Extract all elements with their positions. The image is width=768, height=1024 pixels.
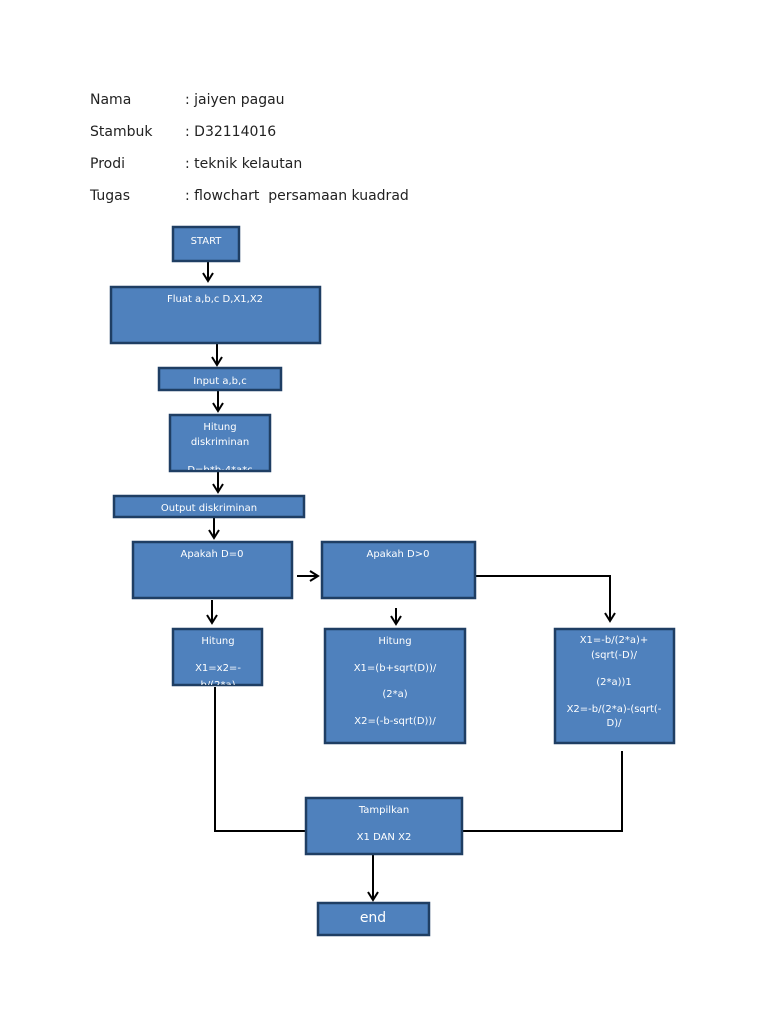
declare-node: Fluat a,b,c D,X1,X2 xyxy=(109,285,322,345)
arrow-head-icon xyxy=(211,356,223,367)
arrow-head-icon xyxy=(367,891,379,902)
end-label: end xyxy=(360,910,386,926)
label-tugas: Tugas xyxy=(90,188,131,204)
tampilkan-line-2: X1 DAN X2 xyxy=(357,832,412,843)
connectors xyxy=(202,261,623,902)
hitung-neg-line-5: D)/ xyxy=(607,718,623,729)
arrow-head-icon xyxy=(202,272,214,283)
hitung-neg-line-1: X1=-b/(2*a)+ xyxy=(580,635,649,646)
arrow-head-icon xyxy=(604,612,616,623)
start-node: START xyxy=(171,225,241,263)
hitung-eq-line-3: b/(2*a) xyxy=(200,680,235,691)
arrow-head-icon xyxy=(212,402,224,413)
hitung-d-line-2: diskriminan xyxy=(191,437,249,448)
condition-d-zero-node: Apakah D=0 xyxy=(131,540,294,600)
tampilkan-node: Tampilkan X1 DAN X2 xyxy=(304,796,464,856)
end-node: end xyxy=(316,901,431,937)
condition-d-positive-node: Apakah D>0 xyxy=(320,540,477,600)
hitung-eq-line-2: X1=x2=- xyxy=(195,663,241,674)
input-label: Input a,b,c xyxy=(193,376,246,387)
hitung-equal-roots-node: Hitung X1=x2=- b/(2*a) xyxy=(171,627,264,691)
cond-d0-label: Apakah D=0 xyxy=(180,549,243,560)
start-label: START xyxy=(191,236,223,247)
hitung-diskriminan-node: Hitung diskriminan D=b*b-4*a*c xyxy=(168,413,272,476)
value-nama: : jaiyen pagau xyxy=(185,92,285,108)
output-diskriminan-node: Output diskriminan xyxy=(112,494,306,519)
arrow-head-icon xyxy=(390,615,402,626)
hitung-d-line-3: D=b*b-4*a*c xyxy=(187,465,252,476)
connector-cond-hitung-neg xyxy=(476,575,611,621)
hitung-pos-line-2: X1=(b+sqrt(D))/ xyxy=(354,663,437,674)
hitung-pos-line-1: Hitung xyxy=(378,636,411,647)
connector-neg-tampilkan xyxy=(462,751,623,832)
input-node: Input a,b,c xyxy=(157,366,283,392)
hitung-neg-line-4: X2=-b/(2*a)-(sqrt(- xyxy=(567,704,662,715)
tampilkan-line-1: Tampilkan xyxy=(358,805,409,816)
declare-label: Fluat a,b,c D,X1,X2 xyxy=(167,294,263,305)
hitung-real-roots-node: Hitung X1=(b+sqrt(D))/ (2*a) X2=(-b-sqrt… xyxy=(323,627,467,745)
hitung-pos-line-3: (2*a) xyxy=(382,689,407,700)
value-stambuk: : D32114016 xyxy=(185,124,277,140)
label-stambuk: Stambuk xyxy=(90,124,153,140)
connector-eq-tampilkan xyxy=(214,687,306,832)
output-d-label: Output diskriminan xyxy=(161,503,257,514)
value-tugas: : flowchart persamaan kuadrad xyxy=(185,188,409,204)
label-prodi: Prodi xyxy=(90,156,125,172)
cond-dpos-label: Apakah D>0 xyxy=(366,549,429,560)
arrow-head-icon xyxy=(206,614,218,625)
value-prodi: : teknik kelautan xyxy=(185,156,303,172)
hitung-pos-line-4: X2=(-b-sqrt(D))/ xyxy=(354,716,436,727)
hitung-d-line-1: Hitung xyxy=(203,422,236,433)
label-nama: Nama xyxy=(90,92,132,108)
hitung-neg-line-3: (2*a))1 xyxy=(596,677,632,688)
hitung-neg-line-2: (sqrt(-D)/ xyxy=(591,650,638,661)
arrow-head-icon xyxy=(309,570,320,582)
arrow-head-icon xyxy=(212,483,224,494)
arrow-head-icon xyxy=(208,529,220,540)
hitung-complex-roots-node: X1=-b/(2*a)+ (sqrt(-D)/ (2*a))1 X2=-b/(2… xyxy=(553,627,676,745)
hitung-eq-line-1: Hitung xyxy=(201,636,234,647)
